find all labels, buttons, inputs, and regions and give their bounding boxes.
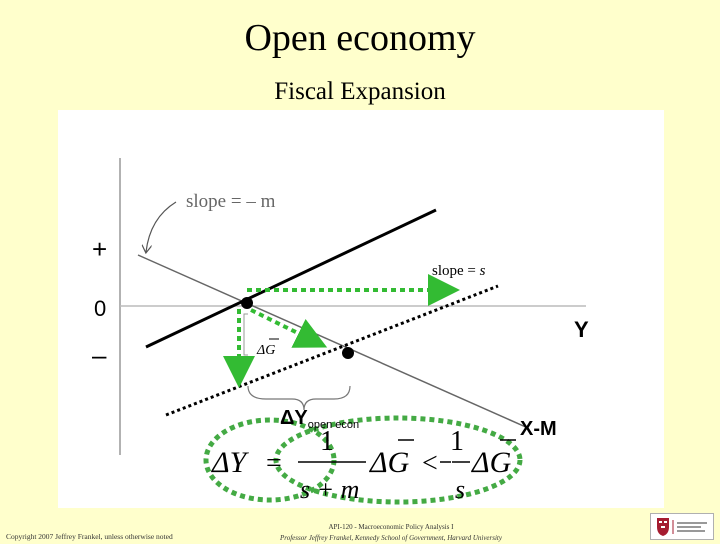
diagonal-green-arrow <box>250 308 328 348</box>
fraction1-numerator: 1 <box>320 426 334 457</box>
course-name: API-120 - Macroeconomic Policy Analysis … <box>328 523 454 531</box>
copyright-notice: Copyright 2007 Jeffrey Frankel, unless o… <box>6 532 173 541</box>
new-equilibrium-dot <box>342 347 354 359</box>
y-axis-label: Y <box>574 317 589 342</box>
diagram-svg: slope = – m slope = s + 0 – Y X-M ΔG ΔYo… <box>92 158 589 505</box>
x-minus-m-label: X-M <box>520 418 557 440</box>
fraction2-denominator: s <box>455 475 465 504</box>
slope-s-variable: s <box>480 263 486 279</box>
delta-y-brace <box>247 385 351 411</box>
right-equation-ellipse <box>273 415 523 505</box>
plus-label: + <box>92 234 107 264</box>
delta-y-label: ΔYopen econ <box>280 407 359 431</box>
solid-si-line <box>145 208 437 349</box>
delta-y-subscript: open econ <box>308 419 359 431</box>
delta-g-label: ΔG <box>256 343 275 358</box>
slope-m-label: slope = – m <box>186 191 276 212</box>
fraction2-numerator: 1 <box>450 426 464 457</box>
slide-title: Open economy <box>244 17 476 59</box>
equation-delta-g-2: ΔG <box>471 446 512 479</box>
university-logo <box>650 513 714 540</box>
left-equation-ellipse <box>203 417 337 503</box>
diagram-panel: slope = – m slope = s + 0 – Y X-M ΔG ΔYo… <box>58 110 664 508</box>
minus-label: – <box>92 340 107 370</box>
slide-subtitle: Fiscal Expansion <box>274 78 446 105</box>
delta-g-bracket <box>243 313 248 356</box>
dotted-si-line <box>165 284 499 417</box>
delta-y-text: ΔY <box>280 407 308 429</box>
slope-s-label: slope = s <box>432 263 486 279</box>
equation-delta-g-1: ΔG <box>369 446 410 479</box>
equation-lhs: ΔY <box>211 446 250 479</box>
multiplier-equation: ΔY = 1 s + m ΔG < 1 s ΔG <box>211 426 516 504</box>
x-minus-m-line <box>137 254 529 429</box>
equation-less-than: < <box>422 448 438 479</box>
slope-s-prefix: slope = <box>432 263 480 279</box>
initial-equilibrium-dot <box>241 297 253 309</box>
equation-equals: = <box>266 448 282 479</box>
professor-name: Professor Jeffrey Frankel, Kennedy Schoo… <box>279 534 502 542</box>
fraction1-denominator: s + m <box>300 475 359 504</box>
course-footer: API-120 - Macroeconomic Policy Analysis … <box>236 522 546 544</box>
zero-label: 0 <box>94 296 106 321</box>
slope-m-pointer <box>146 201 177 252</box>
shield-logo-icon <box>657 518 707 536</box>
